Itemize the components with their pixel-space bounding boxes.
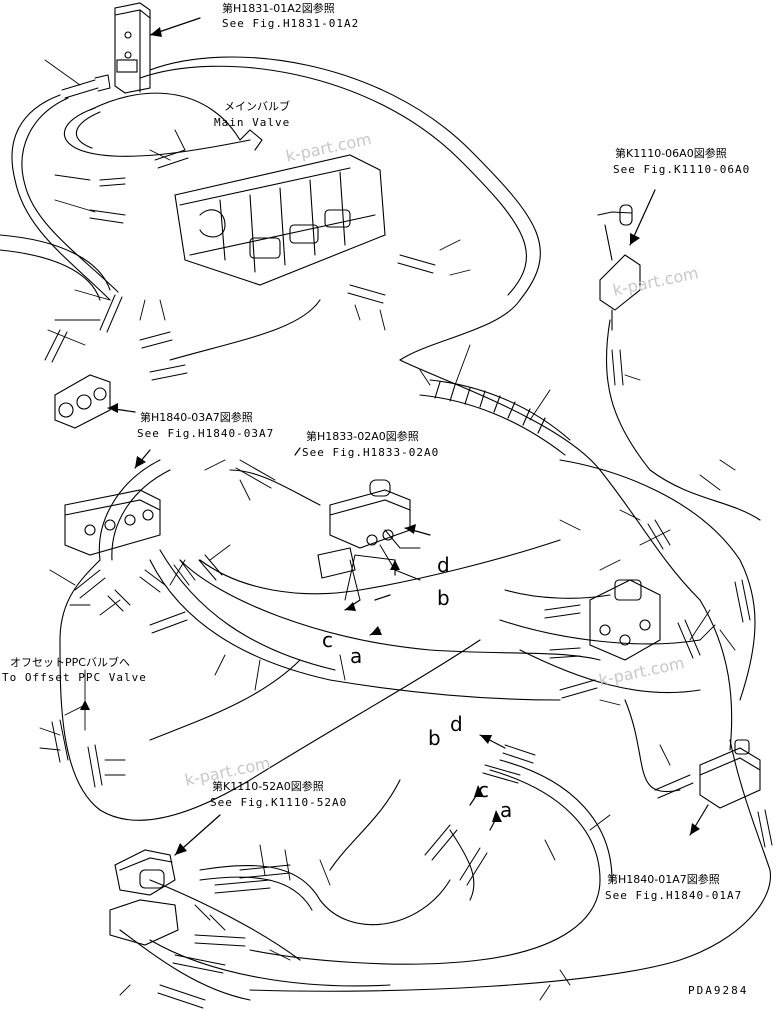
ref-h1831-en: See Fig.H1831-01A2 (222, 17, 360, 30)
ref-h1840-03-jp: 第H1840-03A7図参照 (140, 411, 253, 424)
connection-letter-b: b (437, 586, 450, 610)
ref-h1840-03-en: See Fig.H1840-03A7 (137, 427, 275, 440)
ref-k1110-06-en: See Fig.K1110-06A0 (613, 163, 751, 176)
offset-ppc-label-en: To Offset PPC Valve (2, 671, 147, 684)
offset-ppc-label-jp: オフセットPPCバルブへ (10, 656, 130, 669)
main-valve-label-en: Main Valve (214, 116, 291, 129)
ppc-block-drawing (54, 374, 111, 429)
ref-h1840-01-jp: 第H1840-01A7図参照 (607, 873, 720, 886)
ppc-lever-drawing (597, 204, 641, 331)
arrow-heads (80, 27, 700, 855)
hose-fittings (44, 74, 773, 1009)
main-valve-drawing (174, 129, 386, 286)
hose-lines (0, 56, 771, 1001)
ref-h1831-jp: 第H1831-01A2図参照 (222, 2, 335, 15)
connection-letter-a: a (350, 644, 363, 668)
ref-k1110-52-jp: 第K1110-52A0図参照 (212, 780, 324, 793)
hose-protector-drawing (419, 379, 571, 456)
ref-k1110-52-en: See Fig.K1110-52A0 (210, 796, 348, 809)
lower-lever-drawing (109, 849, 179, 946)
main-valve-label-jp: メインバルブ (224, 100, 290, 113)
drawing-code: PDA9284 (688, 984, 749, 997)
right-valve-drawing (589, 579, 661, 661)
connection-letter-d-lower: d (450, 712, 463, 736)
connection-letter-c-lower: c (478, 778, 489, 802)
letter-leaders (344, 529, 421, 601)
connection-letter-c: c (322, 628, 333, 652)
connection-letter-d: d (437, 553, 450, 577)
connection-letter-a-lower: a (500, 798, 513, 822)
ref-h1833-jp: 第H1833-02A0図参照 (306, 430, 419, 443)
lower-right-valve-drawing (699, 739, 761, 809)
ref-k1110-06-jp: 第K1110-06A0図参照 (615, 147, 727, 160)
leader-lines (39, 59, 736, 1001)
manifold-drawing (64, 489, 161, 556)
connection-letter-b-lower: b (428, 726, 441, 750)
reference-arrows (107, 17, 709, 856)
ref-h1833-en: See Fig.H1833-02A0 (302, 446, 440, 459)
top-block-drawing (114, 2, 151, 94)
ref-h1840-01-en: See Fig.H1840-01A7 (605, 889, 743, 902)
